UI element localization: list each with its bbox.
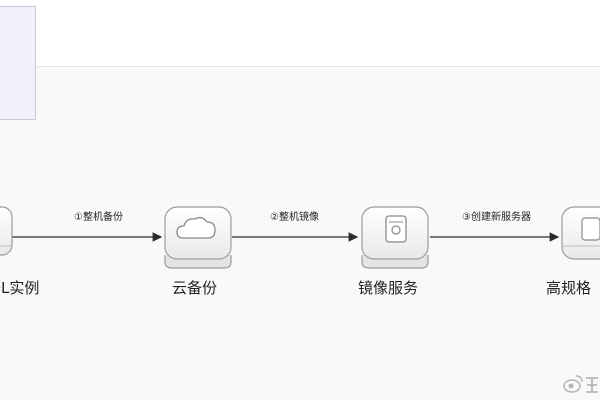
disk-device-icon xyxy=(361,206,429,269)
cropped-panel xyxy=(0,6,36,120)
node-label-target: 高规格 xyxy=(546,279,592,297)
step-label-2: ②整机镜像 xyxy=(270,212,319,223)
weibo-watermark xyxy=(562,372,600,396)
step-label-3: ③创建新服务器 xyxy=(462,212,531,223)
server-device-icon xyxy=(0,206,13,256)
cloud-device-icon xyxy=(164,206,232,269)
weibo-logo-icon xyxy=(563,375,598,393)
server-device-icon-target xyxy=(561,206,600,260)
top-band xyxy=(0,0,600,66)
node-label-image-service: 镜像服务 xyxy=(358,279,419,297)
step-label-1: ①整机备份 xyxy=(74,212,123,223)
node-label-cloud-backup: 云备份 xyxy=(172,279,218,297)
diagram-canvas xyxy=(0,66,600,400)
